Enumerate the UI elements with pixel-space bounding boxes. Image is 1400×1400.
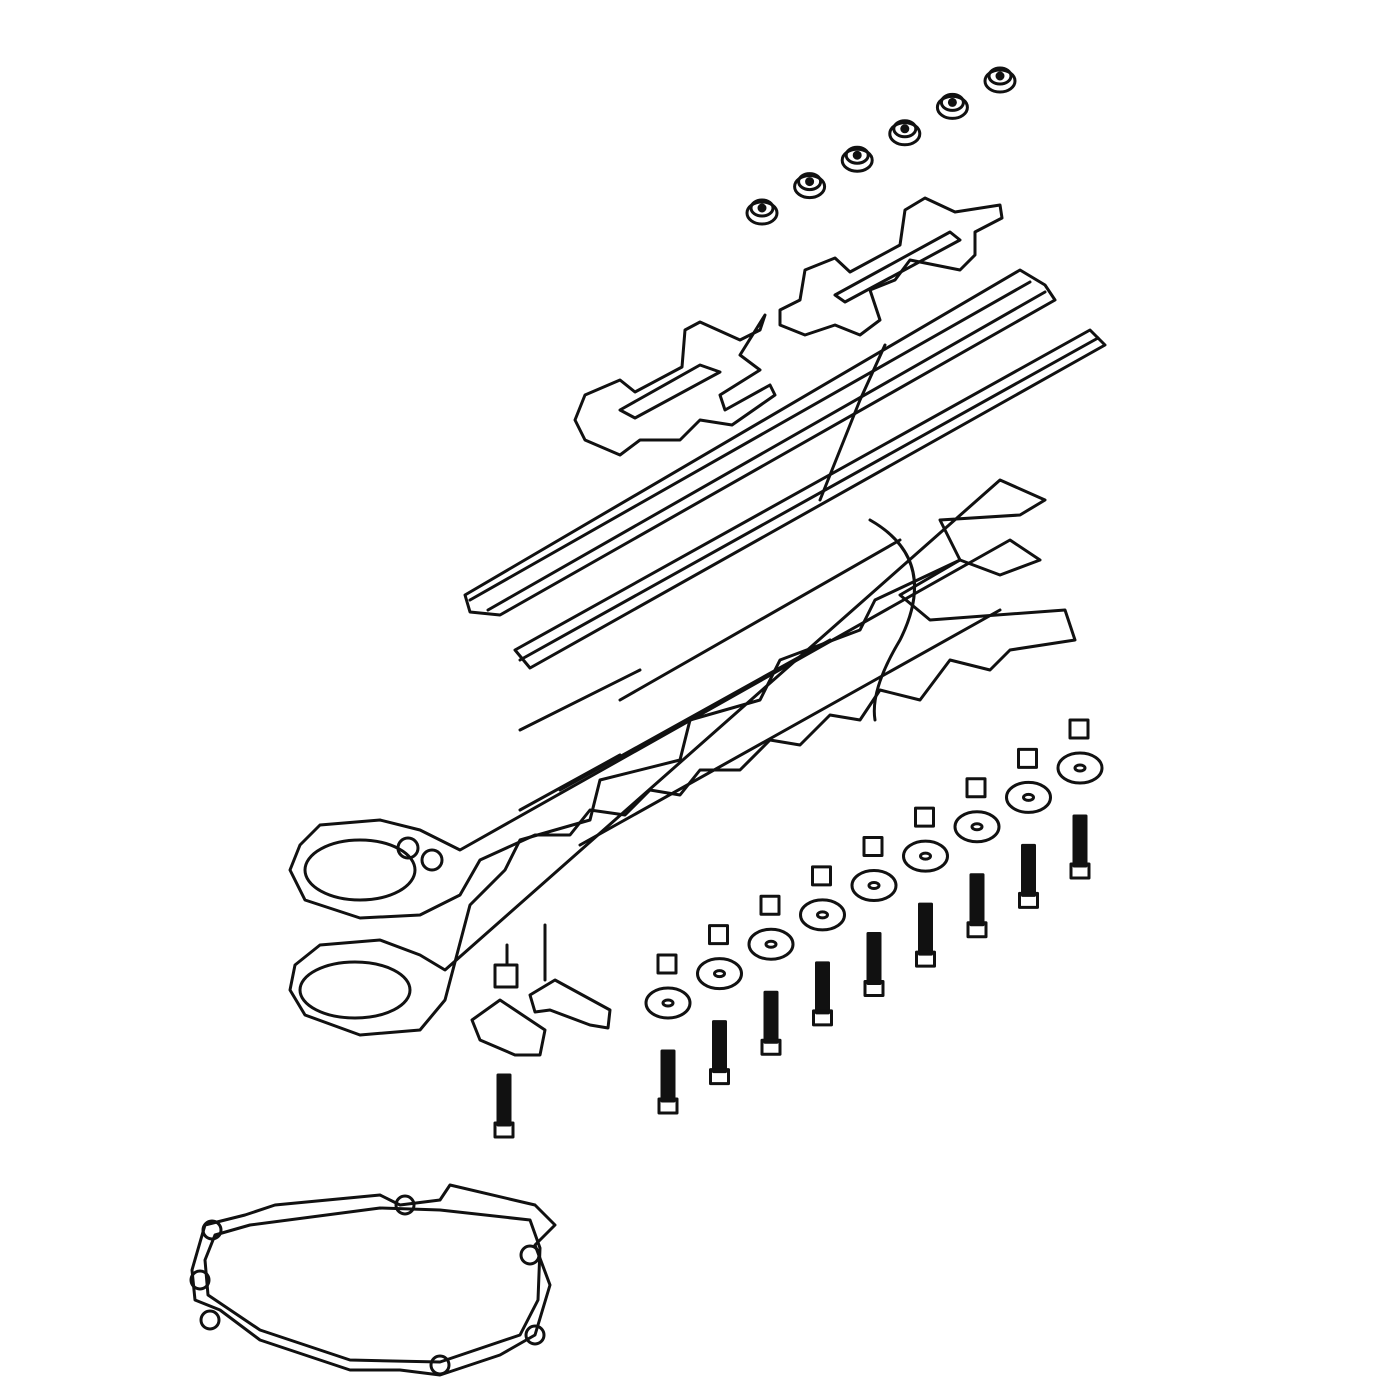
flange-nut — [937, 94, 967, 118]
blade-clip-right — [530, 925, 610, 1028]
bolt — [659, 1051, 677, 1113]
spacer — [864, 838, 882, 856]
spacer — [916, 808, 934, 826]
washer — [852, 871, 896, 901]
bolt — [1020, 845, 1038, 907]
bolt — [968, 875, 986, 937]
spacer — [813, 867, 831, 885]
bolt — [814, 963, 832, 1025]
washer — [749, 929, 793, 959]
spacer — [1019, 749, 1037, 767]
blade-clip-left — [472, 945, 545, 1055]
bolt — [917, 904, 935, 966]
flange-nut — [795, 174, 825, 198]
bolt — [865, 934, 883, 996]
washer — [698, 959, 742, 989]
upper-blade-guide-left — [575, 315, 775, 455]
spacer — [967, 779, 985, 797]
spacer — [710, 926, 728, 944]
cutter-blade-upper — [290, 540, 1075, 918]
flange-nut — [985, 68, 1015, 92]
bolt — [711, 1022, 729, 1084]
guide-rail-upper — [465, 270, 1055, 615]
washer — [801, 900, 845, 930]
spacer — [1070, 720, 1088, 738]
spacer — [761, 896, 779, 914]
upper-blade-guide-right — [780, 198, 1002, 335]
gasket — [191, 1185, 555, 1375]
flange-nut — [747, 200, 777, 224]
washer — [904, 841, 948, 871]
fastener-hardware — [495, 720, 1102, 1137]
bolt — [495, 1075, 513, 1137]
bolt — [1071, 816, 1089, 878]
flange-nut — [890, 121, 920, 145]
washer — [1007, 782, 1051, 812]
flange-nut — [842, 147, 872, 171]
washer — [1058, 753, 1102, 783]
bolt — [762, 992, 780, 1054]
washer — [955, 812, 999, 842]
cutter-blade-lower — [290, 480, 1045, 1035]
flange-nuts — [747, 68, 1015, 224]
washer — [646, 988, 690, 1018]
guide-rail-lower — [515, 330, 1105, 668]
spacer — [658, 955, 676, 973]
